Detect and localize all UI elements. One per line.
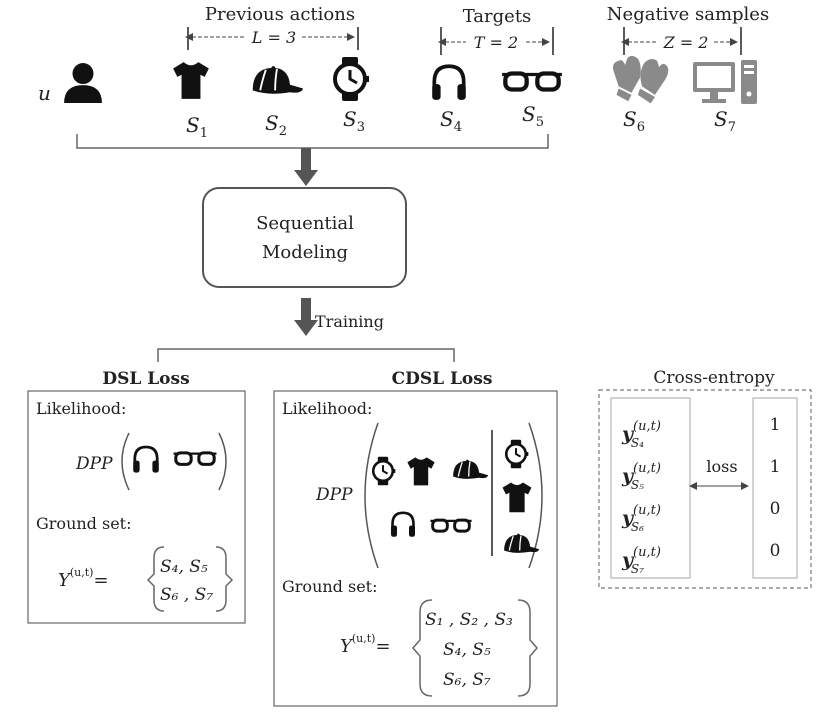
cdsl-brace-left <box>412 599 433 697</box>
prediction-y-s5: y(u,t)S₅ <box>621 461 661 492</box>
glasses-icon <box>502 73 562 89</box>
input-arrow <box>294 148 318 186</box>
training-arrow <box>294 298 318 336</box>
cdsl-title: CDSL Loss <box>392 369 493 389</box>
tshirt-icon <box>173 62 209 99</box>
cap-icon <box>251 65 305 95</box>
L-label: L = 3 <box>251 28 296 47</box>
cdsl-dpp-label: DPP <box>315 485 353 505</box>
cdsl-ground-set-label: Ground set: <box>282 577 378 596</box>
label-value: 0 <box>770 499 781 519</box>
Z-label: Z = 2 <box>663 33 709 52</box>
label-value: 0 <box>770 541 781 561</box>
previous-actions-label: Previous actions <box>205 4 355 25</box>
sequence-bracket <box>76 134 549 149</box>
watch-icon <box>335 57 369 101</box>
item-label-s4: S4 <box>440 107 462 135</box>
cdsl-likelihood-label: Likelihood: <box>282 399 372 418</box>
cdsl-ground-set-symbol: Y(u,t)= <box>340 632 391 657</box>
item-label-s1: S1 <box>186 113 208 141</box>
cdsl-set-row-3: S₆, S₇ <box>443 670 491 690</box>
Z-span: Z = 2 <box>621 27 742 55</box>
dsl-ground-set-label: Ground set: <box>36 514 132 533</box>
cdsl-paren-left <box>364 422 379 569</box>
prediction-rows: y(u,t)S₄ y(u,t)S₅ y(u,t)S₆ y(u,t)S₇ <box>621 419 661 576</box>
T-label: T = 2 <box>474 33 518 52</box>
cdsl-brace-right <box>517 599 538 697</box>
sequential-modeling-box <box>202 187 407 288</box>
headphones-icon <box>430 64 468 102</box>
label-column <box>752 397 798 579</box>
targets-label: Targets <box>463 6 532 27</box>
split-bracket <box>157 348 455 362</box>
prediction-y-s4: y(u,t)S₄ <box>621 419 661 450</box>
item-label-s3: S3 <box>343 107 365 135</box>
user-icon <box>64 63 102 103</box>
negative-samples-label: Negative samples <box>607 4 769 25</box>
cdsl-set-row-1: S₁ , S₂ , S₃ <box>425 610 513 630</box>
dsl-set-row-2: S₆ , S₇ <box>160 585 213 605</box>
T-span: T = 2 <box>438 27 554 55</box>
item-label-s5: S5 <box>522 102 544 130</box>
dsl-dpp-label: DPP <box>75 454 113 474</box>
dsl-ground-set-symbol: Y(u,t)= <box>58 566 109 591</box>
prediction-y-s6: y(u,t)S₆ <box>621 503 661 534</box>
cross-entropy-title: Cross-entropy <box>653 368 775 388</box>
mittens-icon <box>612 55 669 104</box>
item-label-s2: S2 <box>265 111 287 139</box>
user-label: u <box>38 81 51 105</box>
dsl-panel <box>27 390 246 624</box>
L-span: L = 3 <box>185 27 359 50</box>
dsl-brace-left <box>146 546 165 612</box>
dsl-set-row-1: S₄, S₅ <box>160 557 208 577</box>
label-value: 1 <box>770 457 781 477</box>
dsl-brace-right <box>215 546 234 612</box>
dsl-paren-left <box>121 432 130 491</box>
loss-label: loss <box>706 457 737 476</box>
label-value: 1 <box>770 415 781 435</box>
model-line-1: Sequential <box>256 213 354 234</box>
training-label: Training <box>315 312 384 331</box>
cdsl-set-row-2: S₄, S₅ <box>443 640 491 660</box>
dsl-likelihood-label: Likelihood: <box>36 399 126 418</box>
prediction-y-s7: y(u,t)S₇ <box>621 545 661 576</box>
item-label-s7: S7 <box>714 107 736 135</box>
label-values: 1 1 0 0 <box>770 415 781 561</box>
dsl-paren-right <box>218 432 227 491</box>
model-line-2: Modeling <box>262 242 348 263</box>
item-label-s6: S6 <box>623 107 645 135</box>
dsl-title: DSL Loss <box>102 369 189 389</box>
computer-icon <box>693 60 757 104</box>
